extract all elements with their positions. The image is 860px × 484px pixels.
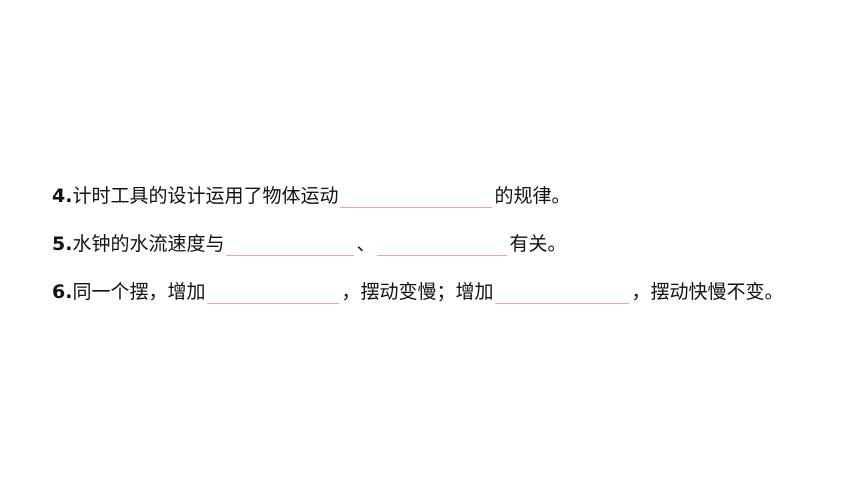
answer-blank-5b[interactable]: [377, 233, 508, 256]
question-number-dot: .: [65, 185, 73, 207]
question-text: 计时工具的设计运用了物体运动: [72, 185, 339, 207]
question-text: ，摆动变慢；增加: [341, 281, 494, 303]
question-text: ，摆动快慢不变。: [631, 281, 784, 303]
question-text: 有关。: [509, 233, 567, 255]
question-number: 4: [52, 185, 66, 207]
answer-blank-6a[interactable]: [207, 281, 340, 304]
question-text: 水钟的水流速度与: [72, 233, 225, 255]
question-number: 5: [52, 233, 66, 255]
answer-blank-6b[interactable]: [495, 281, 630, 304]
answer-blank-4[interactable]: [340, 185, 493, 208]
answer-blank-5a[interactable]: [226, 233, 355, 256]
question-number-dot: .: [65, 233, 73, 255]
question-6: 6. 同一个摆，增加 ，摆动变慢；增加 ，摆动快慢不变。: [52, 274, 784, 304]
question-number: 6: [52, 281, 66, 303]
question-text: 的规律。: [494, 185, 571, 207]
question-5: 5. 水钟的水流速度与 、 有关。: [52, 226, 567, 256]
question-text: 、: [356, 233, 376, 255]
question-text: 同一个摆，增加: [72, 281, 206, 303]
question-number-dot: .: [65, 281, 73, 303]
question-4: 4. 计时工具的设计运用了物体运动 的规律。: [52, 178, 570, 208]
